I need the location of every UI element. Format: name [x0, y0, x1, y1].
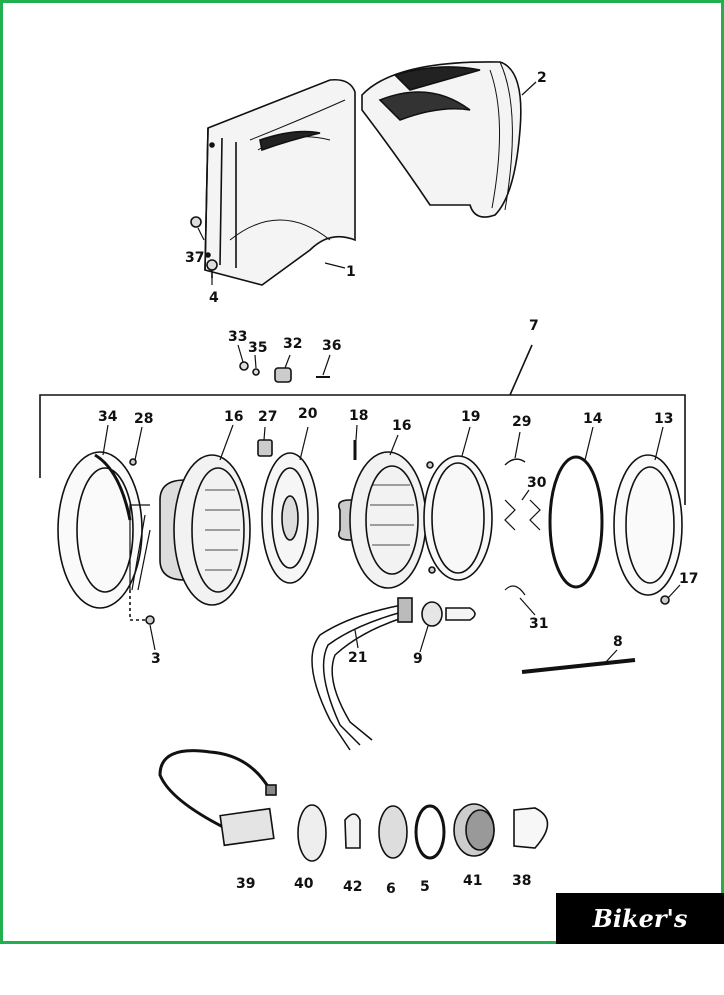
threaded-nut-41-part [453, 803, 495, 857]
callout-19: 19 [461, 409, 480, 425]
outer-rim-part [613, 454, 683, 596]
callout-21: 21 [348, 650, 367, 666]
indicator-bracket-part [158, 749, 277, 847]
callout-27: 27 [258, 409, 277, 425]
callout-31: 31 [529, 616, 548, 632]
callout-8: 8 [613, 634, 623, 650]
callout-16-beam: 16 [392, 418, 411, 434]
bracket-27-part [257, 439, 273, 457]
callout-40: 40 [294, 876, 314, 892]
sealed-beam-part [337, 451, 427, 589]
washer-5-part [414, 804, 446, 860]
callout-16-housing: 16 [224, 409, 243, 425]
bulb-9-part [421, 601, 476, 627]
callout-39: 39 [236, 876, 255, 892]
callout-29: 29 [512, 414, 531, 430]
callout-14: 14 [583, 411, 603, 427]
callout-33: 33 [228, 329, 247, 345]
callout-28: 28 [134, 411, 153, 427]
screw-17-part [660, 595, 670, 605]
wiring-harness-part [311, 597, 413, 751]
callout-30: 30 [527, 475, 547, 491]
callout-35: 35 [248, 340, 267, 356]
lens-cap-38-part [513, 807, 549, 849]
callout-1: 1 [346, 264, 356, 280]
hardware-group [239, 361, 330, 383]
callout-20: 20 [298, 406, 318, 422]
callout-7: 7 [529, 318, 539, 334]
brand-logo: Biker's Store [556, 893, 724, 984]
callout-18: 18 [349, 408, 368, 424]
nacelle-right-part [361, 61, 522, 218]
callout-5: 5 [420, 879, 430, 895]
leader-lines [102, 81, 681, 664]
gasket-part [548, 455, 604, 589]
callout-4: 4 [209, 290, 219, 306]
cable-tie-part [521, 658, 636, 674]
headlamp-exploded-diagram: 1 2 37 4 7 33 35 32 36 34 28 16 27 20 18… [39, 61, 698, 897]
group-bracket-7 [39, 344, 686, 505]
callout-9: 9 [413, 651, 423, 667]
callout-36: 36 [322, 338, 341, 354]
callout-13: 13 [654, 411, 673, 427]
callout-34: 34 [98, 409, 118, 425]
springs-clips [504, 458, 541, 596]
callout-2: 2 [537, 70, 547, 86]
trim-ring-part [57, 451, 143, 609]
callout-3: 3 [151, 651, 161, 667]
socket-40-part [297, 804, 327, 862]
callout-6: 6 [386, 881, 396, 897]
mounting-ring-part [261, 452, 319, 584]
callout-labels: 1 2 37 4 7 33 35 32 36 34 28 16 27 20 18… [98, 70, 698, 897]
callout-42: 42 [343, 879, 362, 895]
retainer-ring-part [423, 455, 493, 581]
callout-17: 17 [679, 571, 698, 587]
callout-37: 37 [185, 250, 204, 266]
headlamp-housing-part [129, 454, 251, 625]
nacelle-left-part [204, 78, 356, 286]
star-washer-6-part [378, 805, 408, 859]
callout-38: 38 [512, 873, 531, 889]
callout-32: 32 [283, 336, 302, 352]
callout-41: 41 [463, 873, 482, 889]
lamp-42-part [344, 813, 361, 849]
